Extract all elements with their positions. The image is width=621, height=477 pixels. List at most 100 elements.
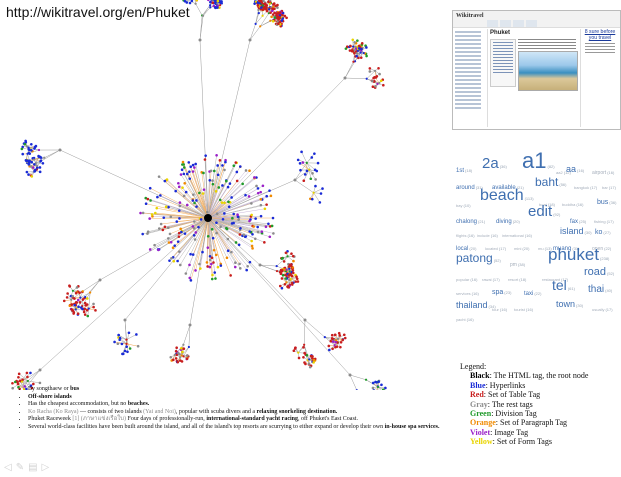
graph-edge	[344, 77, 367, 80]
graph-node	[198, 38, 202, 42]
graph-node	[223, 212, 226, 215]
graph-node	[165, 178, 169, 181]
tag-cloud-word: buddha(16)	[562, 202, 584, 207]
graph-node	[118, 336, 122, 340]
graph-node	[352, 60, 355, 63]
graph-node	[70, 303, 74, 306]
tag-cloud-word: baht(56)	[535, 175, 567, 189]
thumbnail-header: Wikitravel	[453, 11, 620, 28]
graph-node	[176, 360, 180, 364]
graph-node	[277, 17, 280, 21]
graph-node	[182, 172, 186, 176]
graph-node	[182, 194, 186, 198]
graph-node	[35, 166, 39, 169]
graph-node	[159, 194, 162, 197]
graph-node	[180, 230, 183, 234]
graph-edge	[183, 324, 191, 345]
graph-node	[268, 2, 271, 5]
graph-node	[221, 217, 225, 221]
graph-node	[291, 268, 295, 272]
tag-cloud-word: phuket(238)	[548, 245, 610, 264]
graph-node	[223, 201, 226, 205]
graph-node	[258, 263, 262, 267]
menu-icon[interactable]: ▤	[28, 462, 42, 473]
graph-node	[126, 350, 129, 354]
tag-cloud-word: boat(18)	[539, 202, 555, 207]
graph-node	[191, 199, 195, 202]
graph-node	[81, 298, 85, 301]
graph-node	[260, 1, 263, 4]
slide-back-icon[interactable]: ◁	[4, 462, 16, 473]
graph-node	[71, 289, 75, 292]
graph-node	[221, 184, 224, 187]
graph-node	[169, 215, 173, 219]
graph-node	[259, 25, 262, 28]
graph-node	[16, 382, 20, 386]
graph-node	[155, 206, 159, 210]
graph-node	[371, 386, 375, 390]
graph-node	[205, 210, 209, 214]
graph-node	[209, 4, 212, 7]
graph-edge	[207, 217, 248, 267]
graph-node	[192, 233, 196, 237]
graph-node	[27, 146, 30, 149]
graph-edge	[294, 162, 307, 181]
pen-icon[interactable]: ✎	[15, 462, 29, 473]
graph-node	[207, 0, 210, 2]
graph-node	[238, 267, 242, 270]
graph-node	[198, 262, 201, 266]
graph-node	[81, 290, 84, 293]
graph-edge	[349, 374, 357, 390]
graph-node	[297, 351, 300, 354]
graph-node	[231, 216, 234, 220]
graph-edge	[126, 332, 130, 344]
graph-node	[209, 262, 213, 266]
graph-node	[272, 232, 275, 235]
graph-node	[29, 371, 32, 375]
legend-item-desc: : Set of Paragraph Tag	[495, 418, 568, 428]
graph-node	[230, 250, 233, 254]
graph-node	[236, 213, 239, 217]
graph-node	[349, 44, 352, 48]
graph-edge	[299, 163, 310, 170]
graph-node	[20, 380, 24, 383]
graph-edge	[260, 20, 271, 27]
graph-node	[157, 175, 161, 178]
graph-node	[195, 199, 198, 202]
graph-node	[269, 194, 273, 198]
graph-node	[38, 368, 42, 372]
graph-edge	[366, 70, 376, 79]
graph-edge	[206, 217, 209, 263]
graph-edge	[207, 217, 261, 266]
tag-cloud-word: resort(18)	[508, 277, 527, 282]
graph-node	[215, 153, 218, 157]
tag-cloud-word: thailand(34)	[456, 300, 496, 310]
graph-node	[261, 8, 265, 11]
graph-node	[24, 139, 27, 143]
graph-node	[278, 14, 282, 17]
bullet-item: Several world-class facilities have been…	[28, 424, 458, 432]
graph-node	[281, 17, 285, 20]
graph-edge	[195, 163, 209, 219]
graph-edge	[179, 202, 209, 219]
graph-node	[328, 348, 331, 352]
graph-node	[168, 259, 171, 262]
tag-cloud: 1st(18)2a(36)a1(82)aa2(12)aa(16)airport(…	[452, 150, 621, 322]
graph-node	[176, 259, 179, 263]
graph-node	[374, 380, 377, 384]
graph-node	[184, 272, 188, 275]
graph-node	[285, 16, 288, 20]
graph-node	[85, 308, 89, 312]
graph-node	[248, 169, 251, 173]
graph-node	[74, 308, 77, 311]
forward-icon[interactable]: ▷	[41, 462, 54, 473]
graph-node	[323, 336, 326, 339]
graph-edge	[207, 217, 236, 268]
graph-node	[193, 238, 197, 241]
graph-node	[30, 160, 34, 164]
tag-cloud-word: open(22)	[592, 246, 612, 252]
bullet-item: Off-shore islands	[28, 394, 458, 402]
graph-node	[192, 193, 195, 196]
tag-cloud-word: muang(31)	[553, 246, 580, 252]
graph-node	[70, 298, 73, 301]
